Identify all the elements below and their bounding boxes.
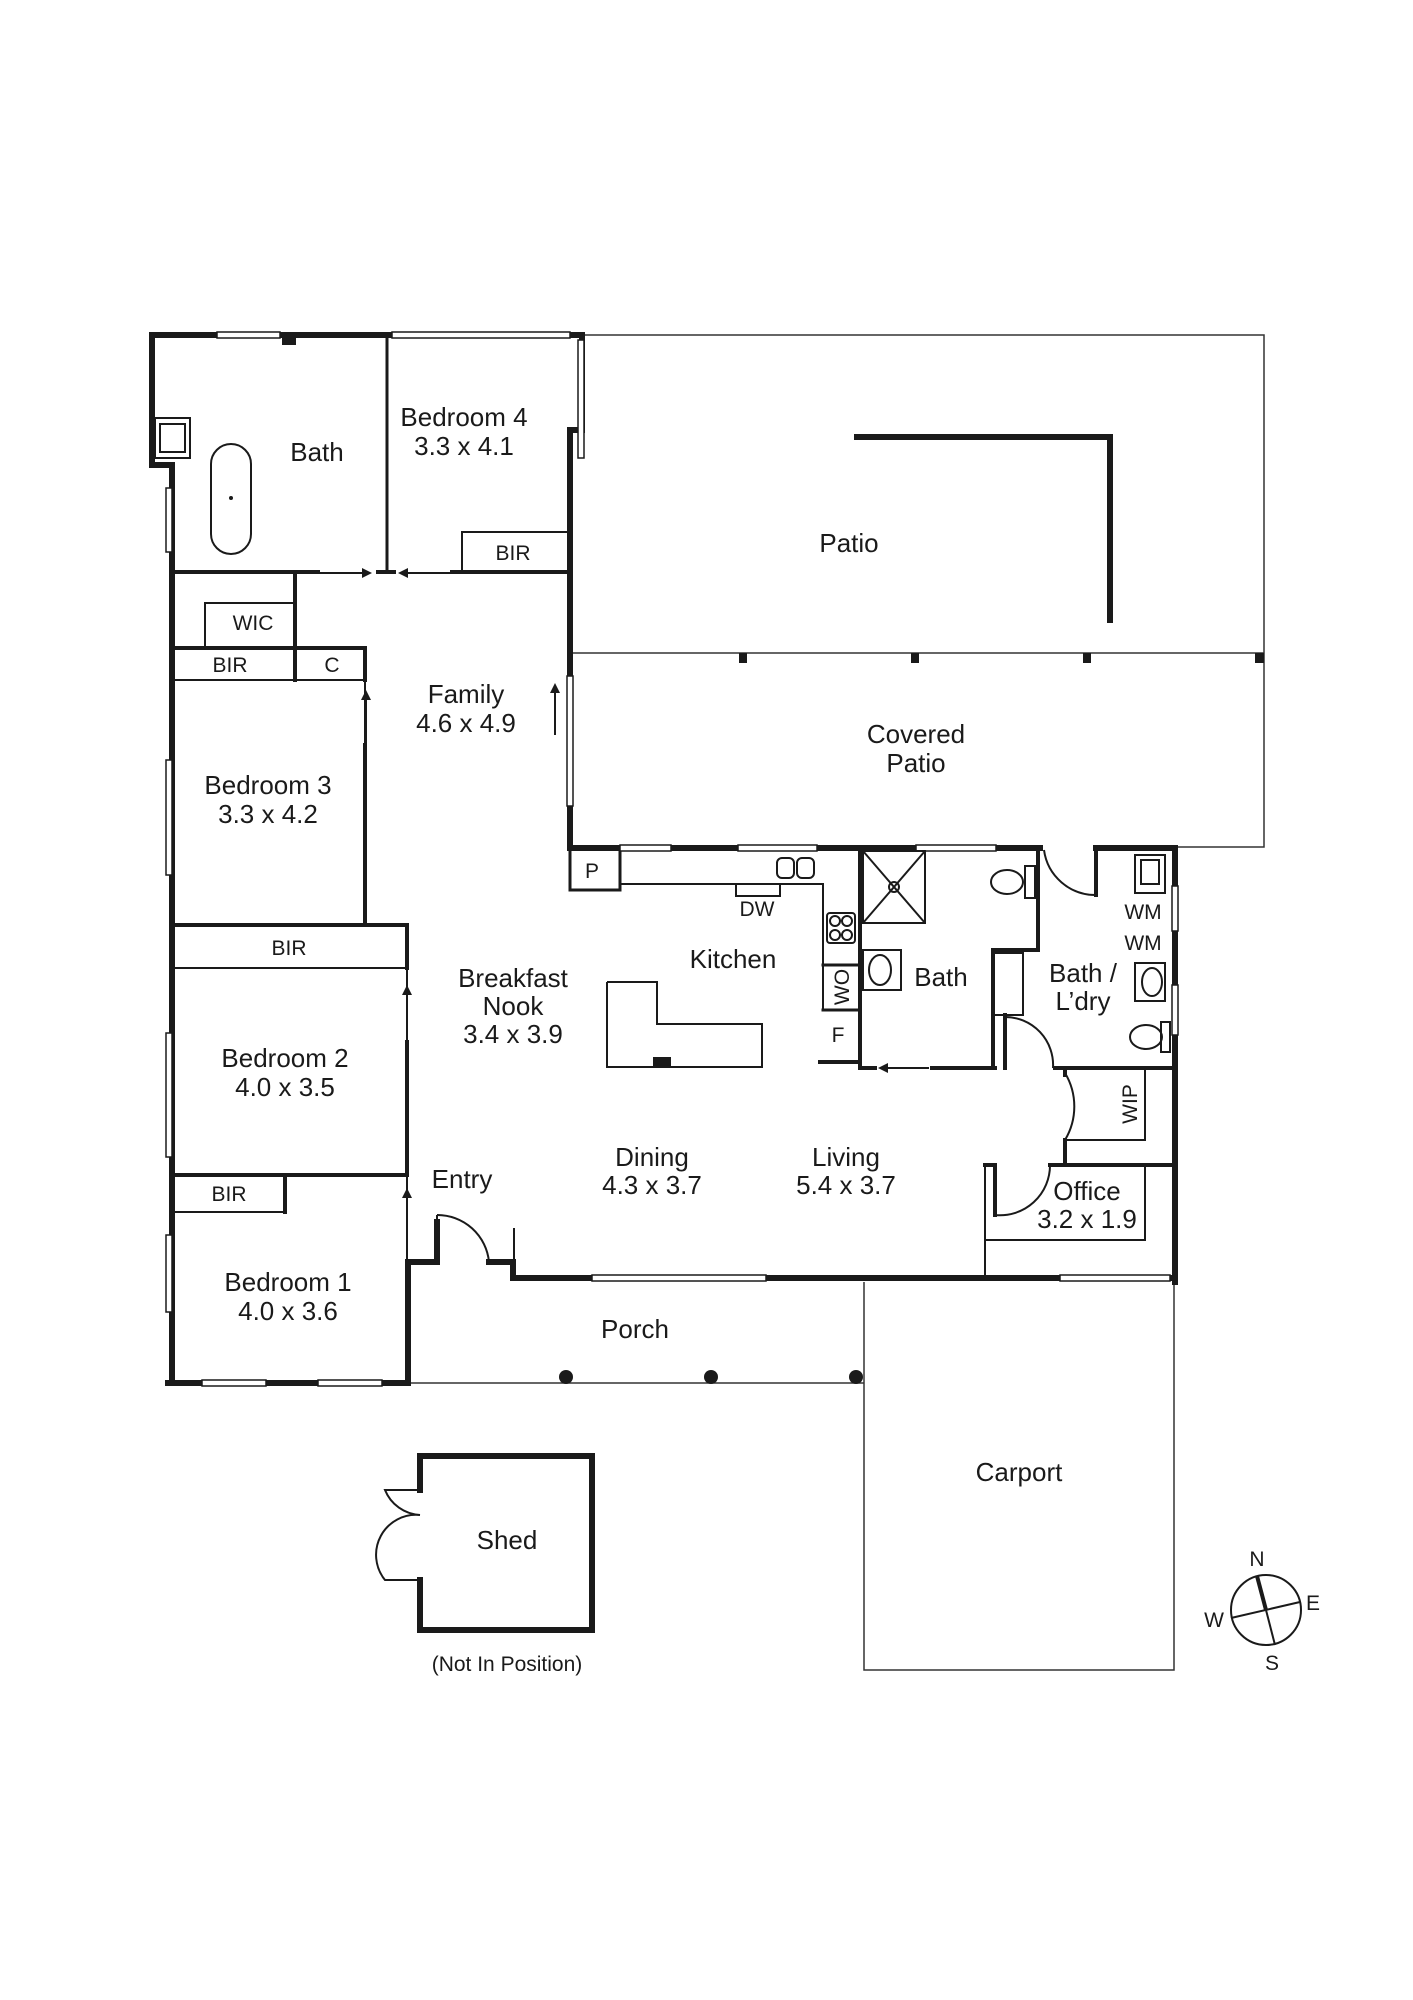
carport-area bbox=[863, 1282, 1175, 1671]
label-family: Family bbox=[428, 679, 505, 709]
label-patio: Patio bbox=[819, 528, 878, 558]
patio-area bbox=[568, 334, 1265, 848]
windows bbox=[165, 331, 1179, 1387]
label-bedroom1: Bedroom 1 bbox=[224, 1267, 351, 1297]
porch-area bbox=[405, 1370, 864, 1384]
label-bedroom4: Bedroom 4 bbox=[400, 402, 527, 432]
label-bedroom4-dims: 3.3 x 4.1 bbox=[414, 431, 514, 461]
compass-icon bbox=[1230, 1574, 1302, 1646]
compass-north: N bbox=[1249, 1548, 1264, 1571]
label-entry: Entry bbox=[432, 1164, 493, 1194]
label-breakfast-nook-1: Breakfast bbox=[458, 963, 569, 993]
label-fridge: F bbox=[832, 1024, 845, 1047]
label-wm-1: WM bbox=[1124, 901, 1161, 924]
label-bedroom2: Bedroom 2 bbox=[221, 1043, 348, 1073]
label-family-dims: 4.6 x 4.9 bbox=[416, 708, 516, 738]
label-shed-note: (Not In Position) bbox=[432, 1653, 583, 1676]
label-wall-oven: WO bbox=[831, 969, 854, 1005]
label-shed: Shed bbox=[477, 1525, 538, 1555]
label-office: Office bbox=[1053, 1176, 1120, 1206]
label-wic: WIC bbox=[233, 612, 274, 635]
compass-west: W bbox=[1204, 1609, 1224, 1632]
exterior-walls bbox=[149, 332, 1178, 1386]
label-bir-bed4: BIR bbox=[495, 542, 530, 565]
label-living: Living bbox=[812, 1142, 880, 1172]
label-covered-patio-2: Patio bbox=[886, 748, 945, 778]
label-bath-second: Bath bbox=[914, 962, 968, 992]
label-bedroom3: Bedroom 3 bbox=[204, 770, 331, 800]
compass-east: E bbox=[1306, 1592, 1320, 1615]
label-bir-bed2: BIR bbox=[271, 937, 306, 960]
label-bir-bed1: BIR bbox=[211, 1183, 246, 1206]
label-dining-dims: 4.3 x 3.7 bbox=[602, 1170, 702, 1200]
label-bedroom3-dims: 3.3 x 4.2 bbox=[218, 799, 318, 829]
label-wip: WIP bbox=[1119, 1084, 1142, 1124]
interior-walls bbox=[170, 336, 1177, 1263]
sliding-door-arrows bbox=[320, 568, 929, 1240]
label-carport: Carport bbox=[976, 1457, 1063, 1487]
fixtures bbox=[154, 335, 1171, 1068]
label-bir-bed3: BIR bbox=[212, 654, 247, 677]
label-dining: Dining bbox=[615, 1142, 689, 1172]
label-living-dims: 5.4 x 3.7 bbox=[796, 1170, 896, 1200]
label-breakfast-nook-dims: 3.4 x 3.9 bbox=[463, 1019, 563, 1049]
label-bedroom1-dims: 4.0 x 3.6 bbox=[238, 1296, 338, 1326]
label-office-dims: 3.2 x 1.9 bbox=[1037, 1204, 1137, 1234]
label-bath-laundry-2: L’dry bbox=[1056, 986, 1111, 1016]
label-breakfast-nook-2: Nook bbox=[483, 991, 545, 1021]
label-wm-2: WM bbox=[1124, 932, 1161, 955]
label-bath-laundry-1: Bath / bbox=[1049, 958, 1118, 988]
label-bedroom2-dims: 4.0 x 3.5 bbox=[235, 1072, 335, 1102]
label-dishwasher: DW bbox=[740, 898, 775, 921]
compass-south: S bbox=[1265, 1652, 1279, 1675]
label-bath-main: Bath bbox=[290, 437, 344, 467]
shed-outline bbox=[375, 1453, 595, 1633]
label-pantry: P bbox=[585, 860, 599, 883]
label-porch: Porch bbox=[601, 1314, 669, 1344]
label-kitchen: Kitchen bbox=[690, 944, 777, 974]
label-covered-patio-1: Covered bbox=[867, 719, 965, 749]
label-cupboard: C bbox=[324, 654, 339, 677]
